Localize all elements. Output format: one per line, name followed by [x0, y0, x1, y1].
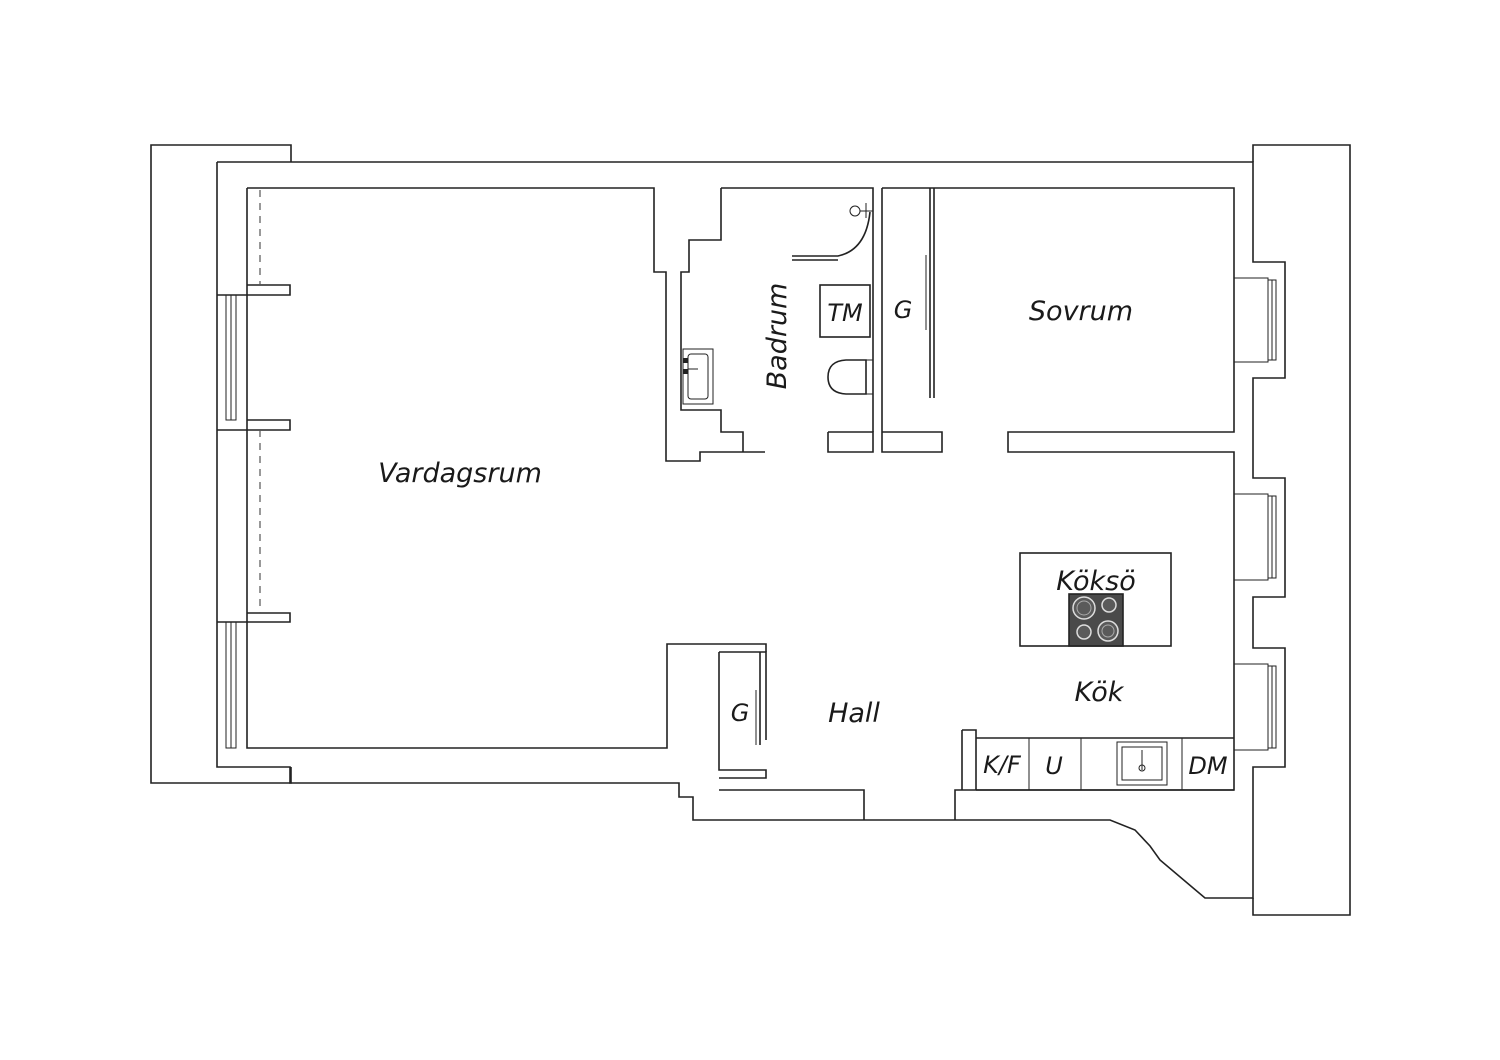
- room-label-bedroom: Sovrum: [1029, 296, 1133, 327]
- washer-box: [819, 284, 871, 338]
- shower-screen: [792, 211, 871, 261]
- shower-head-icon: [849, 203, 873, 218]
- room-label-kitchen: Kök: [1075, 677, 1125, 708]
- left-windows: [225, 294, 237, 749]
- washbasin-icon: [682, 348, 714, 405]
- left-piers: [217, 284, 291, 623]
- inner-walls: [246, 187, 1235, 820]
- hall-wardrobe: [755, 652, 761, 745]
- room-label-living: Vardagsrum: [378, 458, 542, 489]
- facade-left: [150, 144, 292, 784]
- room-label-island: Köksö: [1056, 566, 1135, 597]
- kitchen-counter: [976, 737, 1234, 791]
- fixture-label-dishwasher: DM: [1188, 752, 1227, 780]
- fixture-label-oven: U: [1045, 752, 1063, 780]
- right-windows: [1234, 277, 1277, 751]
- sink-icon: [1116, 741, 1168, 786]
- fixture-label-wardrobe-hall: G: [731, 699, 750, 727]
- bedroom-wardrobe: [925, 188, 935, 398]
- room-label-bath: Badrum: [762, 283, 793, 390]
- toilet-icon: [827, 359, 874, 395]
- outer-wall: [216, 161, 1286, 899]
- cooktop-icon: [1068, 593, 1124, 647]
- fixture-label-wardrobe-bedroom: G: [894, 296, 913, 324]
- fixture-label-washer: TM: [827, 299, 863, 327]
- room-label-hall: Hall: [828, 698, 880, 729]
- fixture-label-fridge-freezer: K/F: [983, 751, 1022, 779]
- facade-right: [1252, 144, 1351, 916]
